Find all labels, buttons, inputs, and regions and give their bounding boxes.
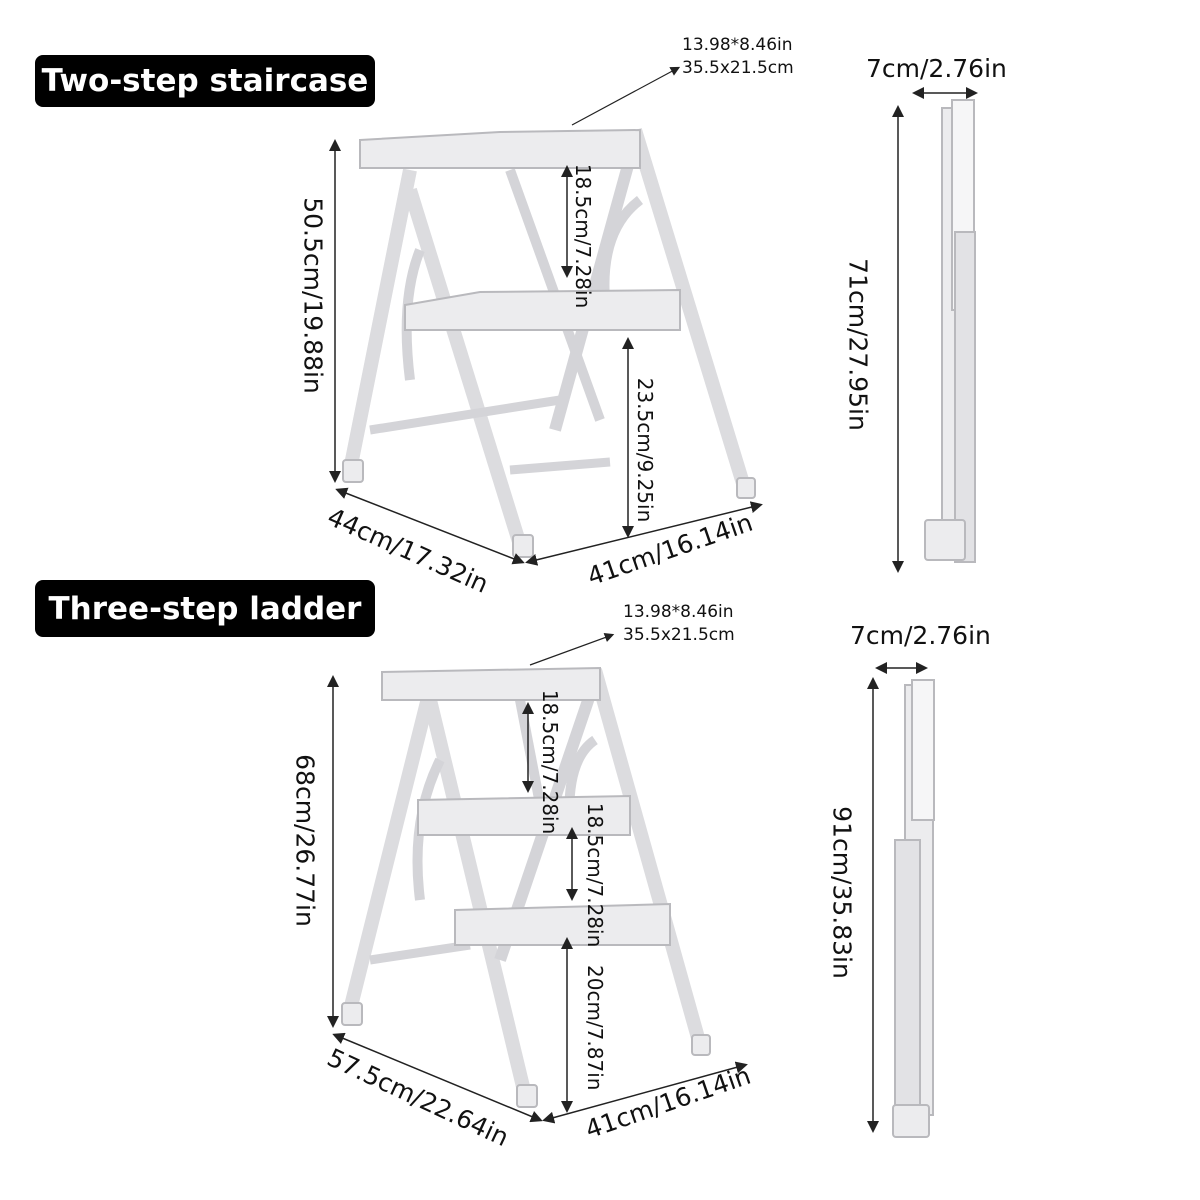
- dimension-lines: [327, 87, 978, 1133]
- folded-height-label: 71cm/27.95in: [843, 258, 873, 431]
- step-gap-label: 18.5cm/7.28in: [571, 163, 595, 309]
- lower-step-height-label: 20cm/7.87in: [583, 965, 607, 1091]
- top-size-cm: 35.5x21.5cm: [623, 625, 735, 645]
- top-size-in: 13.98*8.46in: [682, 35, 793, 55]
- top-size-in: 13.98*8.46in: [623, 602, 734, 622]
- middle-step-gap-label: 18.5cm/7.28in: [583, 802, 607, 948]
- lower-step-height-label: 23.5cm/9.25in: [633, 377, 657, 523]
- two-step-stool-image: [342, 127, 756, 558]
- top-size-cm: 35.5x21.5cm: [682, 58, 794, 78]
- folded-height-label: 91cm/35.83in: [827, 806, 857, 979]
- folded-depth-label: 7cm/2.76in: [866, 54, 1007, 83]
- upper-step-gap-label: 18.5cm/7.28in: [538, 689, 562, 835]
- three-step-ladder-image: [341, 666, 711, 1108]
- section-title-two-step: Two-step staircase: [35, 55, 375, 107]
- height-label: 68cm/26.77in: [290, 754, 320, 927]
- three-step-folded-image: [892, 679, 935, 1138]
- height-label: 50.5cm/19.88in: [298, 197, 328, 394]
- section-title-three-step: Three-step ladder: [35, 580, 375, 637]
- pointer-lines: [529, 66, 681, 666]
- two-step-folded-image: [924, 99, 976, 563]
- folded-depth-label: 7cm/2.76in: [850, 621, 991, 650]
